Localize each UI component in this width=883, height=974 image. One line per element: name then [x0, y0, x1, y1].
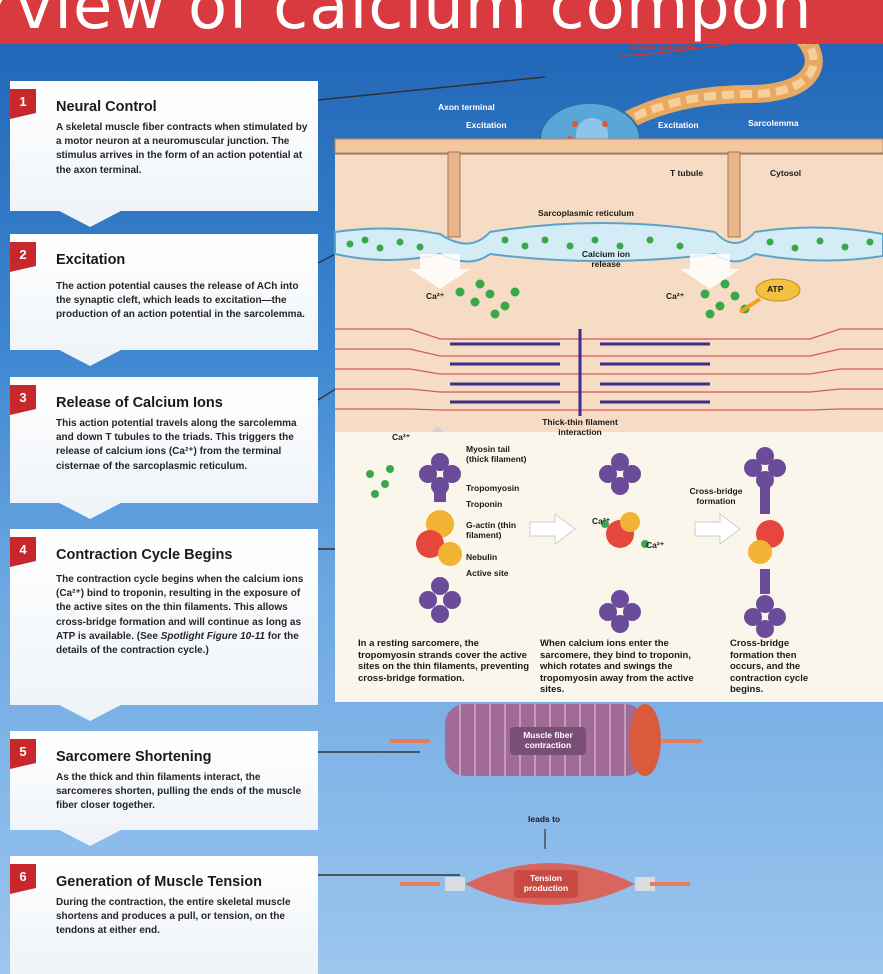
calcium-ion-release-label: Calcium ion release: [581, 249, 631, 269]
leads-to-label: leads to: [528, 814, 561, 824]
step-title: Contraction Cycle Begins: [56, 547, 233, 563]
muscle-tension: [445, 863, 655, 905]
step-badge: 1: [10, 89, 36, 119]
step-title: Excitation: [56, 252, 126, 268]
sarcolemma: [334, 138, 883, 154]
step-body: The action potential causes the release …: [56, 281, 305, 321]
diagram-graphic: [334, 44, 883, 905]
caption-calcium-enter: When calcium ions enter the sarcomere, t…: [540, 638, 694, 695]
atp-arrow: [738, 297, 762, 314]
atp-label: ATP: [767, 284, 784, 294]
step-body: The contraction cycle begins when the ca…: [56, 573, 314, 658]
step-body-text: for the details of the contraction cycle…: [56, 630, 299, 657]
thick-thin-label: Thick-thin filament interaction: [542, 417, 618, 437]
step-body: During the contraction, the entire skele…: [56, 897, 291, 937]
step-body: As the thick and thin filaments interact…: [56, 772, 302, 812]
action-potential-arrow: [619, 44, 731, 57]
myosin-heads: [419, 447, 786, 638]
actin-troponin: [416, 510, 784, 566]
step-6-panel: Generation of Muscle Tension During the …: [10, 856, 318, 974]
caption-resting: In a resting sarcomere, the tropomyosin …: [358, 638, 530, 684]
troponin-label: Troponin: [466, 499, 503, 509]
muscle-fiber-contraction-label: Muscle fiber contraction: [523, 730, 573, 750]
step-body-text: The contraction cycle begins when the ca…: [56, 574, 304, 642]
calcium-label-right: Ca²⁺: [666, 291, 685, 301]
step-badge: 5: [10, 739, 36, 769]
release-arrow-right: [680, 254, 740, 289]
action-potential-label: Action potential: [630, 42, 695, 52]
myosin-tail-label: Myosin tail (thick filament): [466, 444, 527, 464]
release-arrow-left: [410, 254, 470, 289]
excitation-label-right: Excitation: [658, 120, 699, 130]
step-3-panel: Release of Calcium Ions This action pote…: [10, 377, 318, 519]
calcium-label-cycle-2: Ca²⁺: [646, 540, 665, 550]
steps-column: Neural Control A skeletal muscle fiber c…: [0, 44, 320, 974]
nebulin-label: Nebulin: [466, 552, 498, 562]
axon-myelin: [628, 44, 818, 123]
step-title: Release of Calcium Ions: [56, 395, 223, 411]
step-4-panel: Contraction Cycle Begins The contraction…: [10, 529, 318, 721]
step-body-reference: Spotlight Figure 10-11: [160, 630, 265, 642]
diagram: Action potential Axon terminal Excitatio…: [330, 42, 883, 974]
cross-bridge-label: Cross-bridge formation: [689, 486, 743, 506]
sarcoplasmic-reticulum-label: Sarcoplasmic reticulum: [538, 208, 634, 218]
t-tubule-left: [447, 151, 461, 238]
sarcoplasmic-reticulum: [334, 222, 883, 263]
active-site-label: Active site: [466, 568, 509, 578]
tension-production-label: Tension production: [523, 873, 569, 893]
sarcolemma-label: Sarcolemma: [748, 118, 799, 128]
t-tubule-right: [727, 151, 741, 238]
step-badge: 2: [10, 242, 36, 272]
step-1-panel: Neural Control A skeletal muscle fiber c…: [10, 81, 318, 227]
cytosol-label: Cytosol: [770, 168, 802, 178]
calcium-label-cycle: Ca²⁺: [592, 516, 611, 526]
step-5-panel: Sarcomere Shortening As the thick and th…: [10, 731, 318, 846]
page-title: rview of calcium compon: [0, 0, 813, 44]
step-title: Neural Control: [56, 99, 157, 115]
step-badge: 4: [10, 537, 36, 567]
atp-badge: [755, 278, 801, 302]
calcium-label-detail: Ca²⁺: [392, 432, 411, 442]
step-badge: 6: [10, 864, 36, 894]
muscle-fiber: [445, 704, 661, 776]
excitation-label-left: Excitation: [466, 120, 507, 130]
step-body: A skeletal muscle fiber contracts when s…: [56, 122, 308, 176]
step-2-panel: Excitation The action potential causes t…: [10, 234, 318, 366]
calcium-label-left: Ca²⁺: [426, 291, 445, 301]
tropomyosin-label: Tropomyosin: [466, 483, 520, 493]
t-tubule-label: T tubule: [670, 168, 704, 178]
step-body: This action potential travels along the …: [56, 418, 297, 472]
title-bar: rview of calcium compon: [0, 0, 883, 44]
step-title: Generation of Muscle Tension: [56, 874, 262, 890]
g-actin-label: G-actin (thin filament): [466, 520, 517, 540]
step-title: Sarcomere Shortening: [56, 749, 212, 765]
transition-arrow-2: [694, 513, 741, 545]
caption-cross-bridge: Cross-bridge formation then occurs, and …: [730, 638, 809, 695]
axon-terminal-label: Axon terminal: [438, 102, 495, 112]
step-badge: 3: [10, 385, 36, 415]
transition-arrow-1: [529, 513, 576, 545]
sarcomere: [335, 328, 883, 416]
